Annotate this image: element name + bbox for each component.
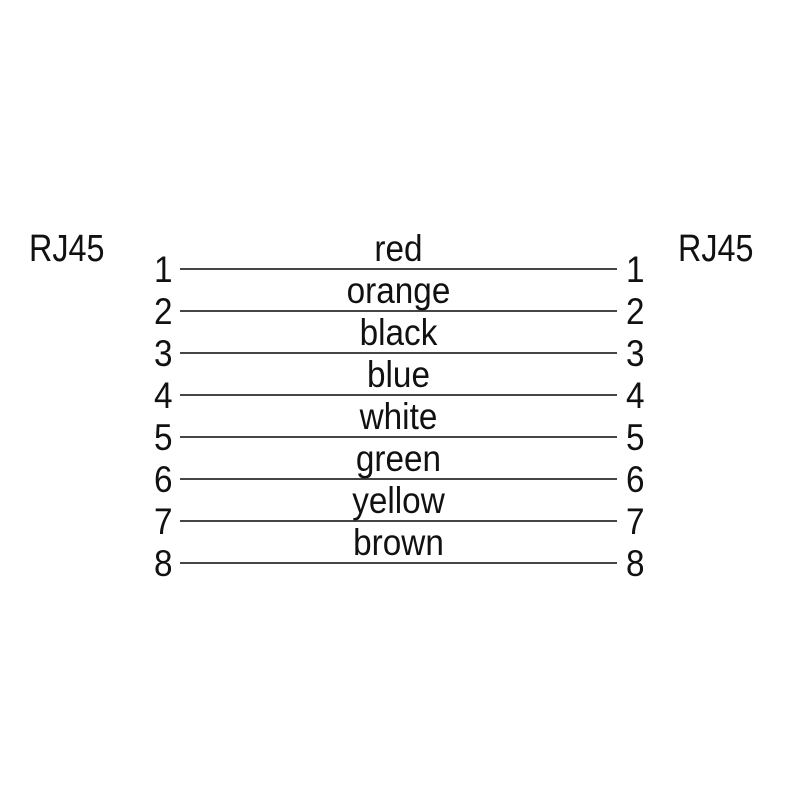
left-pin-number: 5 bbox=[154, 417, 173, 458]
wire-color-label: white bbox=[359, 396, 438, 437]
left-pin-number: 4 bbox=[154, 375, 173, 416]
right-connector-label: RJ45 bbox=[678, 228, 754, 270]
wire-line bbox=[180, 352, 617, 354]
wire-color-label: orange bbox=[346, 270, 451, 311]
left-pin-number: 3 bbox=[154, 333, 173, 374]
right-pin-number: 5 bbox=[626, 417, 645, 458]
wire-color-label: blue bbox=[367, 354, 430, 395]
wire-color-label: black bbox=[359, 312, 438, 353]
wire-line bbox=[180, 310, 617, 312]
right-pin-number: 1 bbox=[626, 249, 645, 290]
wire-row: 2 orange 2 bbox=[154, 270, 644, 331]
left-pin-number: 8 bbox=[154, 543, 173, 584]
right-pin-number: 8 bbox=[626, 543, 645, 584]
wire-line bbox=[180, 562, 617, 564]
left-pin-number: 6 bbox=[154, 459, 173, 500]
right-pin-number: 3 bbox=[626, 333, 645, 374]
wire-color-label: brown bbox=[353, 522, 444, 563]
wire-line bbox=[180, 268, 617, 270]
wire-color-label: red bbox=[374, 228, 423, 269]
wire-row: 1 red 1 bbox=[154, 228, 644, 289]
wire-row: 3 black 3 bbox=[154, 312, 644, 373]
wire-line bbox=[180, 520, 617, 522]
wire-row: 6 green 6 bbox=[154, 438, 644, 499]
right-pin-number: 4 bbox=[626, 375, 645, 416]
left-pin-number: 1 bbox=[154, 249, 173, 290]
wire-row: 4 blue 4 bbox=[154, 354, 644, 415]
right-pin-number: 7 bbox=[626, 501, 645, 542]
wire-color-label: green bbox=[355, 438, 442, 479]
wire-line bbox=[180, 436, 617, 438]
left-pin-number: 7 bbox=[154, 501, 173, 542]
wire-row: 8 brown 8 bbox=[154, 522, 644, 583]
left-pin-number: 2 bbox=[154, 291, 173, 332]
wire-line bbox=[180, 478, 617, 480]
right-pin-number: 2 bbox=[626, 291, 645, 332]
left-connector-label: RJ45 bbox=[29, 228, 105, 270]
wire-line bbox=[180, 394, 617, 396]
wire-row: 5 white 5 bbox=[154, 396, 644, 457]
wire-row: 7 yellow 7 bbox=[154, 480, 644, 541]
wire-color-label: yellow bbox=[352, 480, 445, 521]
right-pin-number: 6 bbox=[626, 459, 645, 500]
